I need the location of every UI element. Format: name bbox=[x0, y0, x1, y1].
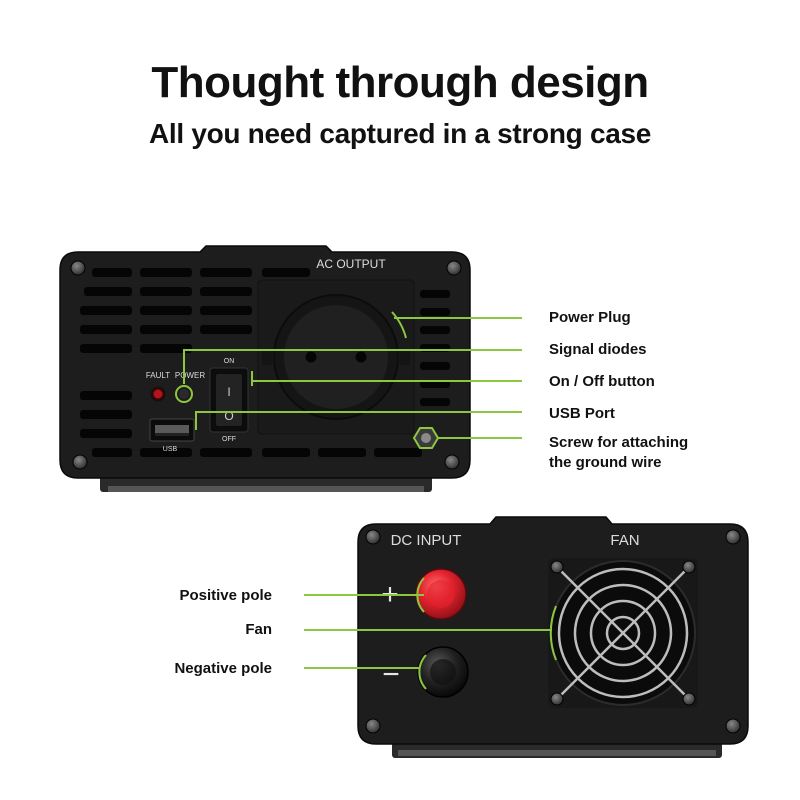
callout-ground-screw-line2: the ground wire bbox=[549, 454, 662, 471]
on-off-switch[interactable]: ON I O OFF bbox=[209, 358, 249, 443]
negative-terminal[interactable] bbox=[417, 646, 469, 698]
power-text: POWER bbox=[175, 371, 205, 380]
fan-highlight-arc bbox=[549, 605, 557, 661]
switch-on-text: ON bbox=[224, 358, 235, 365]
rear-panel: DC INPUT FAN + bbox=[357, 516, 749, 758]
negative-highlight-arc bbox=[418, 654, 427, 690]
front-vents bbox=[80, 268, 450, 457]
switch-off-text: OFF bbox=[222, 436, 236, 443]
fault-led bbox=[153, 389, 163, 399]
callout-fan: Fan bbox=[245, 621, 272, 638]
plug-highlight-arc bbox=[391, 311, 407, 339]
fault-text: FAULT bbox=[146, 371, 170, 380]
ac-output-label: AC OUTPUT bbox=[316, 257, 386, 271]
callout-ground-screw: Screw for attaching the ground wire bbox=[549, 433, 688, 473]
page-subtitle: All you need captured in a strong case bbox=[148, 118, 652, 149]
power-plug-socket bbox=[262, 294, 410, 420]
ground-screw bbox=[412, 427, 440, 449]
usb-port[interactable]: USB bbox=[149, 418, 195, 453]
signal-diodes: FAULT POWER bbox=[146, 371, 205, 403]
callout-negative-pole: Negative pole bbox=[174, 660, 272, 677]
usb-text: USB bbox=[163, 446, 178, 453]
power-led bbox=[179, 389, 189, 399]
callout-on-off-button: On / Off button bbox=[549, 373, 655, 390]
page-title: Thought through design bbox=[151, 58, 649, 107]
callout-signal-diodes: Signal diodes bbox=[549, 341, 647, 358]
power-led-highlight bbox=[175, 385, 193, 403]
front-panel: AC OUTPUT ON I O OFF FAULT POWER bbox=[59, 245, 471, 492]
minus-symbol: − bbox=[382, 658, 400, 691]
switch-o-mark: O bbox=[224, 409, 233, 423]
callout-usb-port: USB Port bbox=[549, 405, 615, 422]
dc-input-label: DC INPUT bbox=[391, 532, 462, 549]
positive-terminal[interactable] bbox=[415, 568, 467, 620]
callout-power-plug: Power Plug bbox=[549, 309, 631, 326]
callout-ground-screw-line1: Screw for attaching bbox=[549, 434, 689, 451]
usb-port-line bbox=[195, 411, 522, 430]
front-screws bbox=[70, 260, 462, 470]
callout-positive-pole: Positive pole bbox=[179, 587, 272, 604]
signal-diodes-line bbox=[183, 349, 522, 384]
front-base-edge bbox=[108, 486, 424, 492]
switch-i-mark: I bbox=[227, 385, 230, 399]
fan-grille bbox=[548, 558, 698, 708]
rear-callout-lines bbox=[304, 577, 557, 690]
rear-base-edge bbox=[398, 750, 716, 756]
fan-printed-label: FAN bbox=[610, 532, 639, 549]
rear-screws bbox=[365, 529, 741, 734]
front-callout-lines bbox=[183, 311, 522, 439]
